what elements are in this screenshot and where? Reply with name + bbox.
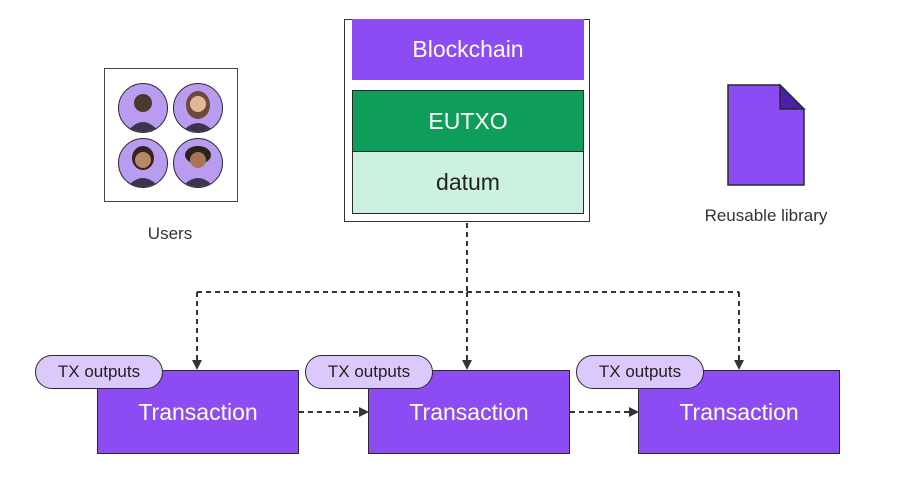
tx-outputs-pill-2: TX outputs	[305, 355, 433, 389]
eutxo-layer: EUTXO	[352, 90, 584, 152]
datum-layer: datum	[352, 152, 584, 214]
tx-outputs-pill-1: TX outputs	[35, 355, 163, 389]
document-icon	[727, 83, 806, 186]
user-avatar-3	[118, 138, 168, 188]
user-avatar-1	[118, 83, 168, 133]
tx-outputs-pill-3: TX outputs	[576, 355, 704, 389]
user-avatar-2	[173, 83, 223, 133]
user-avatar-4	[173, 138, 223, 188]
users-avatar-grid	[104, 68, 238, 202]
users-label: Users	[147, 224, 193, 243]
blockchain-header: Blockchain	[352, 19, 584, 80]
library-label: Reusable library	[704, 206, 828, 225]
